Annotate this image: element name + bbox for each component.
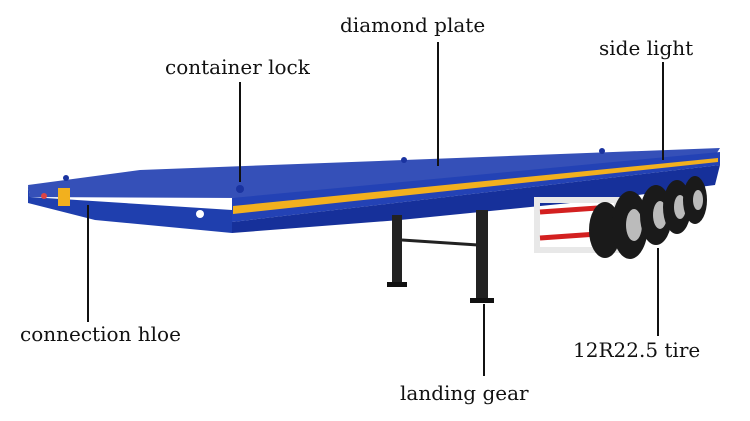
landing-gear-leg-2 [476, 210, 488, 300]
container-lock-icon [236, 185, 244, 193]
chassis [232, 165, 720, 233]
label-diamond-plate: diamond plate [340, 13, 486, 37]
tire-group [589, 176, 707, 259]
label-tire: 12R22.5 tire [573, 338, 701, 362]
landing-gear-leg-1 [392, 215, 402, 285]
label-landing-gear: landing gear [400, 381, 529, 405]
label-side-light: side light [599, 36, 694, 60]
label-connection-hole: connection hloe [20, 322, 181, 346]
leader-lines [87, 42, 664, 376]
front-beam [28, 185, 232, 233]
front-decal [58, 188, 70, 206]
deck-surface [28, 148, 720, 198]
yellow-stripe [233, 158, 718, 214]
label-container-lock: container lock [165, 55, 310, 79]
